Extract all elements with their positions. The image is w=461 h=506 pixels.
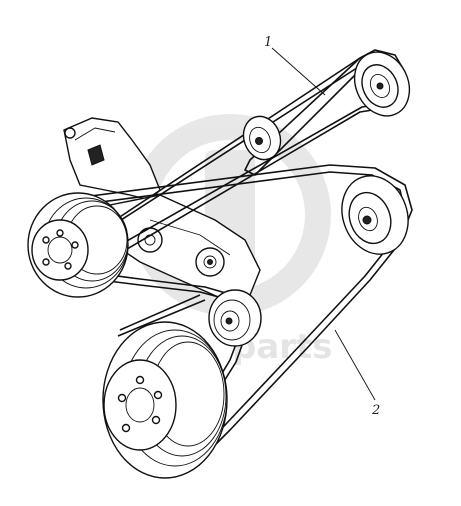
engine-mount-structure — [109, 194, 261, 301]
top-idler-pulley — [353, 51, 411, 117]
upper-tensioner-pulley — [242, 115, 282, 161]
callout-1: 1 — [264, 35, 272, 50]
right-pulley — [341, 175, 409, 255]
left-large-pulley — [27, 192, 129, 298]
lower-idler-pulley — [208, 289, 262, 347]
leader-line-1 — [271, 47, 326, 96]
mounting-bracket — [63, 117, 161, 201]
callout-2: 2 — [371, 403, 380, 418]
crankshaft-pulley — [102, 321, 228, 479]
leader-line-2 — [334, 329, 376, 401]
